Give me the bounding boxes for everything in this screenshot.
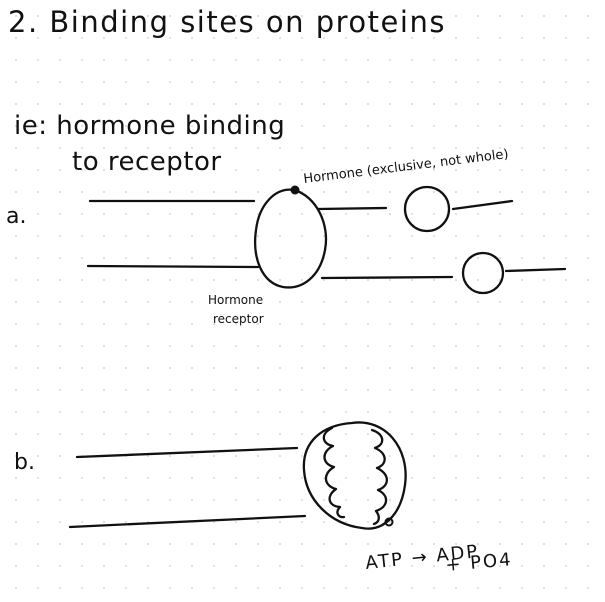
part-a-label: a. <box>6 204 26 229</box>
hormone-circle-upper <box>403 185 451 233</box>
membrane-line-bottom-b <box>68 514 307 529</box>
active-site-dot <box>384 517 394 527</box>
receptor-label-line-1: Hormone <box>208 293 263 307</box>
binding-site-dot <box>290 185 300 195</box>
reaction-line-2: + PO4 <box>445 549 514 576</box>
example-line-1: ie: hormone binding <box>14 111 285 141</box>
membrane-line-bottom-right <box>320 275 454 280</box>
enzyme-subunit-left <box>322 426 346 519</box>
part-a-diagram <box>86 185 567 295</box>
hormone-tail-upper <box>451 199 514 211</box>
page-title: 2. Binding sites on proteins <box>8 5 446 39</box>
hormone-tail-lower <box>504 267 567 273</box>
hormone-annotation: Hormone (exclusive, not whole) <box>303 147 510 187</box>
hormone-circle-lower <box>461 251 505 295</box>
example-line-2: to receptor <box>72 147 222 177</box>
enzyme-subunit-right <box>370 428 389 526</box>
part-b-label: b. <box>14 450 35 475</box>
part-b-diagram <box>68 421 407 530</box>
receptor-label-line-2: receptor <box>213 312 264 326</box>
membrane-line-top-right <box>316 206 388 211</box>
enzyme-outer-shell <box>302 421 407 530</box>
membrane-line-top-b <box>75 446 299 459</box>
membrane-line-bottom-left <box>86 264 260 269</box>
receptor-oval <box>254 188 328 289</box>
